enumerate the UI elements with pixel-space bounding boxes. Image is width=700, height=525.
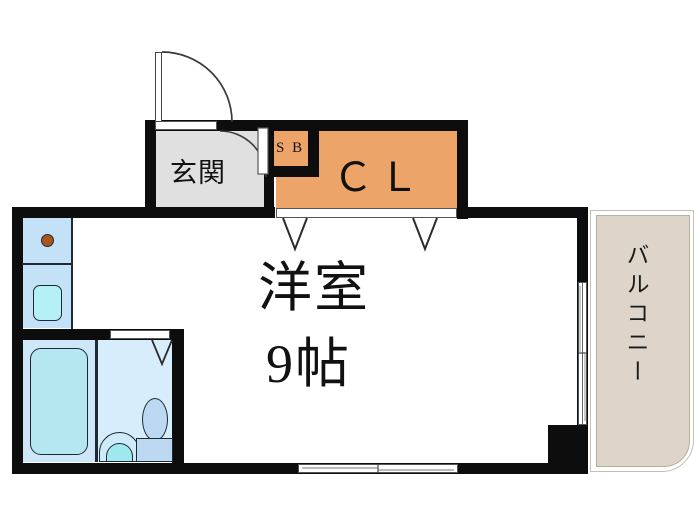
shoebox-label: S B — [276, 140, 305, 156]
wall-west-outer — [12, 207, 23, 474]
wall-shoebox-right — [308, 131, 319, 169]
wall-genkan-bottom — [145, 207, 275, 218]
wall-shoebox-bottom — [274, 166, 319, 177]
toilet-tank — [136, 438, 173, 462]
balcony-label: バルコニー — [623, 243, 648, 388]
main-room-label: 洋室 — [258, 258, 370, 318]
shoebox-floor — [272, 130, 310, 166]
entrance-door-arc — [161, 51, 233, 123]
wall-bathroom-right — [172, 329, 184, 463]
closet-door-opening[interactable] — [276, 208, 457, 218]
wall-kitchen-bath-divider — [12, 329, 184, 340]
wall-southeast-nub — [548, 425, 578, 465]
entrance-door-opening[interactable] — [155, 121, 217, 130]
genkan-label: 玄関 — [170, 158, 226, 188]
wall-closet-right — [457, 120, 468, 219]
closet-label: ＣＬ — [333, 155, 425, 200]
south-window[interactable] — [298, 464, 458, 473]
kitchen-counter-right-edge — [71, 218, 73, 329]
wash-basin — [106, 443, 133, 462]
toilet-bowl — [142, 398, 168, 441]
wall-north-right — [458, 207, 588, 218]
balcony-sliding-door-rail — [582, 282, 584, 425]
wall-genkan-left — [145, 120, 156, 218]
kitchen-sink — [33, 285, 62, 321]
main-room-size-label: 9帖 — [266, 334, 351, 394]
bathroom-door-opening[interactable] — [110, 330, 170, 339]
stove-burner-icon — [41, 234, 54, 247]
wall-north-left — [12, 207, 155, 218]
entrance-door-leaf[interactable] — [155, 52, 162, 122]
wall-bath-inner-divider — [95, 340, 98, 462]
wall-genkan-closet — [264, 131, 274, 218]
balcony-outer-edge — [590, 210, 694, 472]
bathtub — [30, 348, 88, 455]
wall-top-north — [145, 120, 468, 131]
kitchen-counter-divider — [22, 263, 72, 265]
balcony-floor — [596, 215, 690, 467]
